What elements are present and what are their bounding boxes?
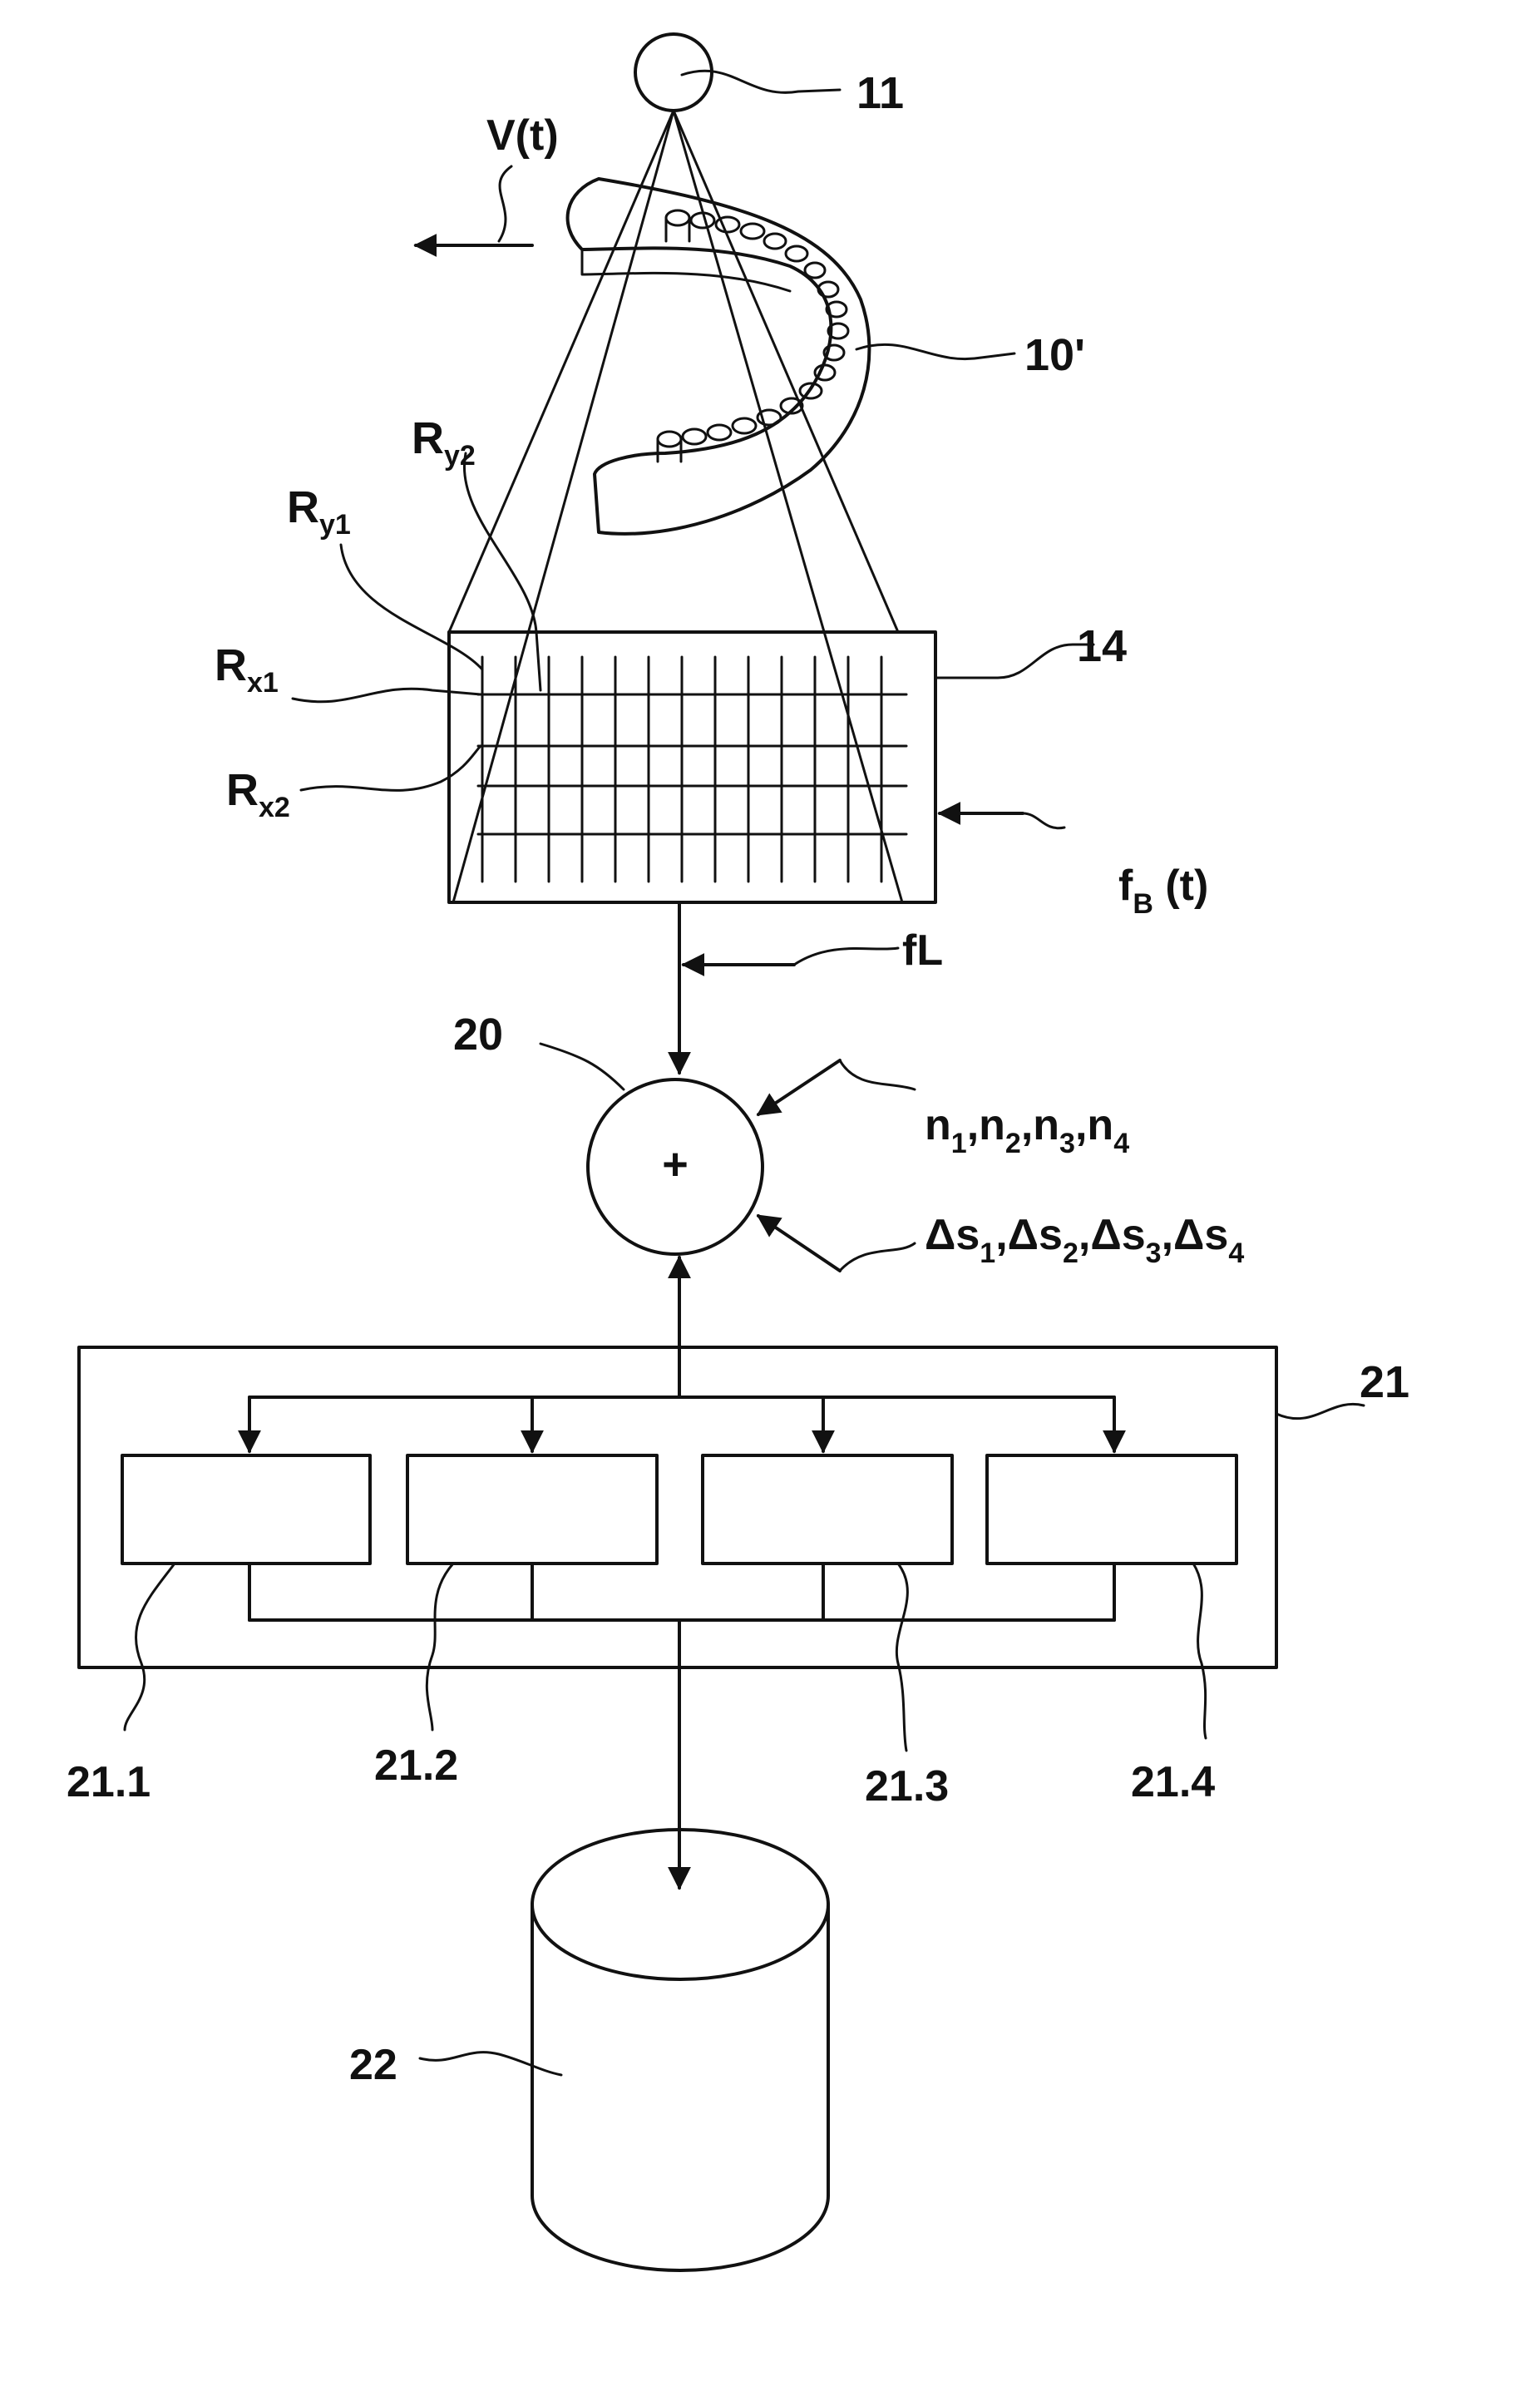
- unit-label: 21: [1360, 1357, 1409, 1407]
- ds-params-arrow: [758, 1216, 840, 1271]
- fb-label: fB (t): [1118, 862, 1208, 920]
- detector-leader: [935, 645, 1093, 678]
- adder-symbol: +: [662, 1139, 689, 1189]
- fb-leader: [1023, 813, 1064, 828]
- sub-unit-4: [987, 1455, 1236, 1564]
- n-params-label: n1,n2,n3,n4: [925, 1101, 1129, 1159]
- ry2-label: Ry2: [412, 413, 476, 472]
- rx1-leader: [293, 689, 481, 702]
- unit-leader: [1276, 1404, 1364, 1418]
- adder-leader: [540, 1044, 624, 1089]
- velocity-label: V(t): [486, 111, 559, 160]
- detector-label: 14: [1077, 621, 1127, 671]
- n-params-leader: [840, 1060, 915, 1089]
- bottom-bus: [249, 1564, 1114, 1620]
- sub2-label: 21.2: [374, 1741, 458, 1790]
- jaw-model: [568, 179, 870, 534]
- ds-params-label: Δs1,Δs2,Δs3,Δs4: [925, 1211, 1244, 1269]
- jaw-label: 10': [1024, 330, 1085, 380]
- xray-beam: [449, 111, 902, 902]
- fl-label: fL: [902, 926, 943, 975]
- sub1-label: 21.1: [67, 1758, 151, 1806]
- fl-leader: [794, 948, 898, 965]
- ry1-label: Ry1: [287, 482, 351, 541]
- sub3-leader: [896, 1564, 907, 1751]
- sub-unit-3: [703, 1455, 952, 1564]
- xray-source: [635, 34, 712, 111]
- sub4-label: 21.4: [1131, 1758, 1215, 1806]
- ds-params-leader: [840, 1243, 915, 1271]
- rx1-label: Rx1: [215, 640, 279, 699]
- source-leader: [682, 71, 840, 92]
- source-label: 11: [856, 68, 904, 118]
- storage-cylinder: [532, 1830, 828, 2270]
- sub1-leader: [125, 1564, 175, 1730]
- rx2-leader: [301, 746, 481, 790]
- rx2-label: Rx2: [226, 765, 290, 823]
- sub2-leader: [427, 1564, 453, 1730]
- velocity-leader: [499, 166, 511, 241]
- adder-label: 20: [453, 1010, 503, 1060]
- n-params-arrow: [758, 1060, 840, 1114]
- sub4-leader: [1193, 1564, 1206, 1738]
- sub3-label: 21.3: [865, 1762, 949, 1811]
- storage-label: 22: [349, 2041, 397, 2089]
- storage-leader: [420, 2053, 561, 2075]
- sub-unit-2: [407, 1455, 657, 1564]
- sub-unit-1: [122, 1455, 370, 1564]
- jaw-leader: [856, 344, 1014, 358]
